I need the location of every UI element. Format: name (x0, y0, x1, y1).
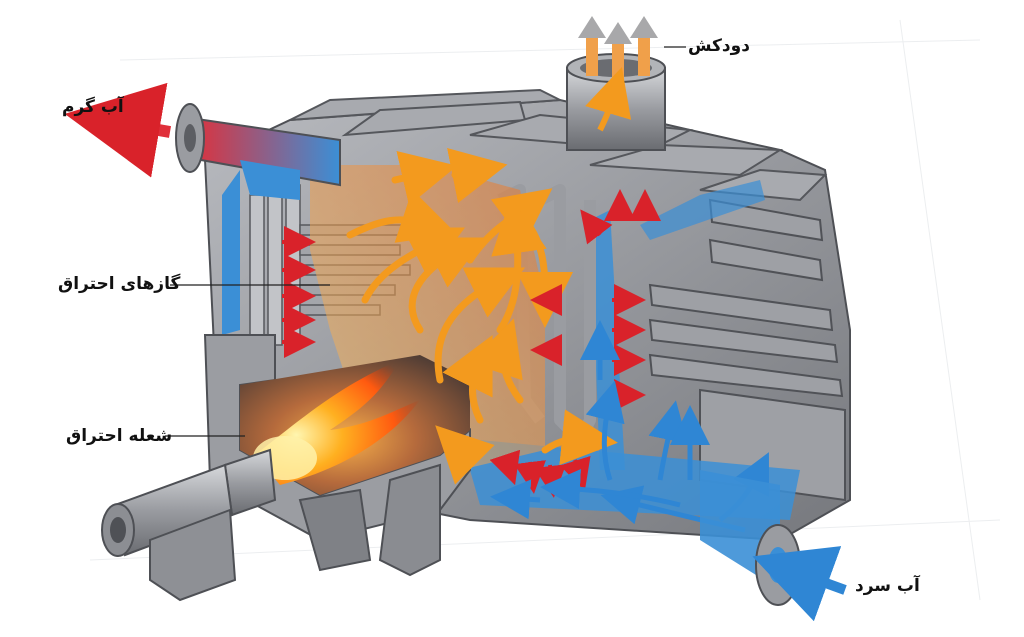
combustion-flame-label: شعله احتراق (66, 426, 173, 446)
arrow-icon (64, 82, 172, 178)
hot-water-label: آب گرم (62, 97, 124, 117)
hot-water-outlet-pipe (175, 103, 341, 200)
arrow-icon (578, 16, 658, 132)
combustion-gases-label: گازهای احتراق (58, 274, 181, 294)
chimney-label: دودکش (688, 36, 750, 56)
leader-lines (165, 46, 686, 437)
cold-water-label: آب سرد (855, 576, 920, 596)
arrow-icon (752, 546, 847, 622)
burner-assembly (101, 448, 277, 602)
background-guides (89, 19, 1001, 601)
